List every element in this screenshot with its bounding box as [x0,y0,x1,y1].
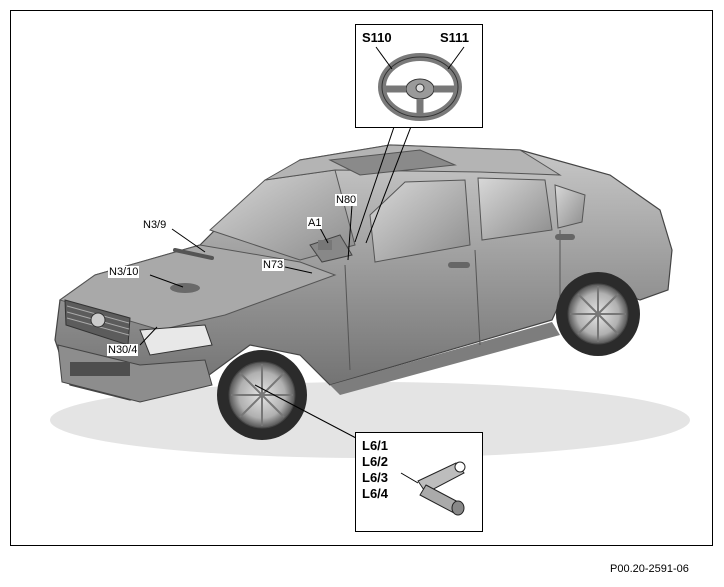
label-n3-10: N3/10 [108,266,139,278]
wheel-speed-sensor-icon [356,433,484,533]
label-n30-4: N30/4 [107,344,138,356]
steering-wheel-inset: S110 S111 [355,24,483,128]
sensor-inset: L6/1 L6/2 L6/3 L6/4 [355,432,483,532]
label-n80: N80 [335,194,357,206]
label-a1: A1 [307,217,322,229]
steering-wheel-icon [356,25,484,129]
rear-side-window [478,178,552,240]
label-n3-9: N3/9 [142,219,167,231]
label-n73: N73 [262,259,284,271]
figure-reference: P00.20-2591-06 [610,563,689,575]
